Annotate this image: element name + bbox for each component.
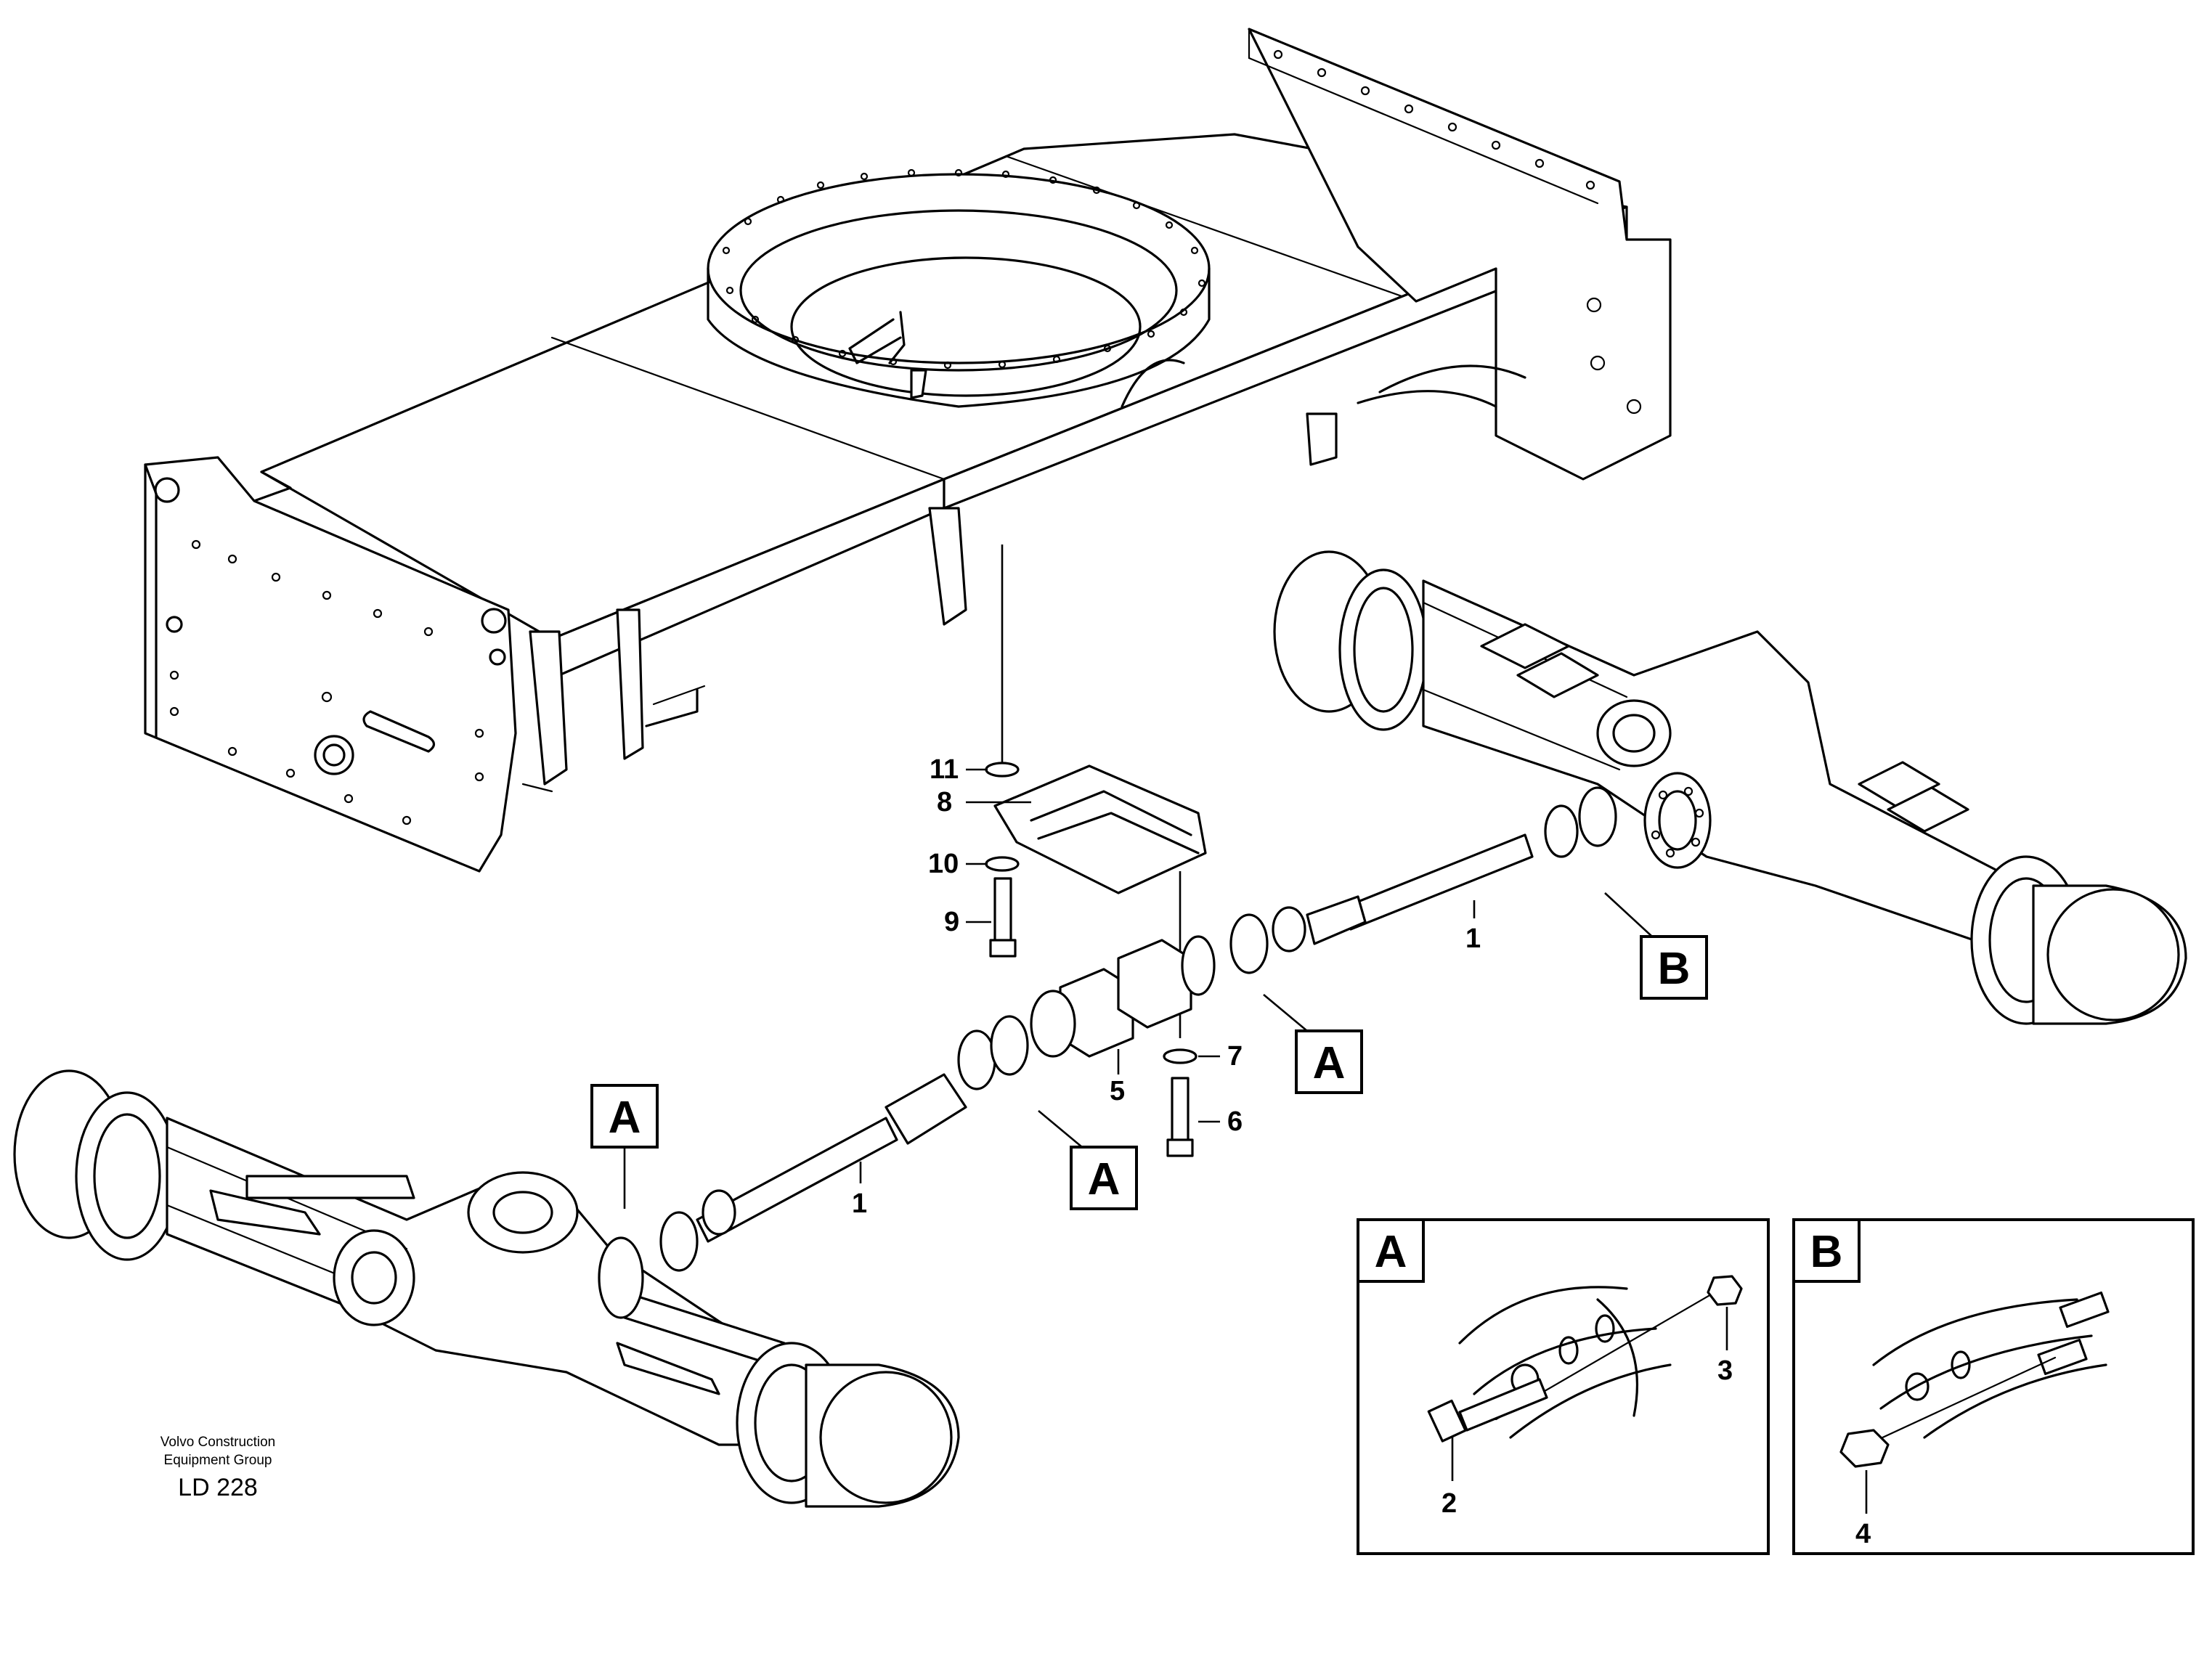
company-line-1: Volvo Construction [160, 1435, 275, 1450]
section-label-a-mid-right: A [1295, 1029, 1363, 1094]
section-label-b-text: B [1658, 944, 1691, 994]
callout-9: 9 [944, 907, 959, 937]
washer-7 [1163, 1048, 1198, 1064]
section-label-a-mid-left-text: A [1088, 1154, 1121, 1204]
section-label-a-front-text: A [609, 1093, 641, 1143]
section-label-b: B [1640, 935, 1708, 1000]
detail-view-a-title: A [1375, 1227, 1407, 1277]
front-plate-slot [362, 710, 436, 753]
front-drive-shaft [659, 1015, 1029, 1272]
callout-6: 6 [1227, 1106, 1243, 1137]
section-label-a-front: A [590, 1084, 659, 1149]
detail-view-a: A 2 3 [1357, 1218, 1770, 1555]
drawing-footer: Volvo Construction Equipment Group LD 22… [160, 1435, 275, 1501]
front-axle [13, 1069, 960, 1508]
callout-8: 8 [937, 787, 952, 817]
callout-3: 3 [1717, 1355, 1733, 1386]
rear-drive-shaft [1229, 786, 1617, 974]
drawing-code: LD 228 [178, 1474, 258, 1501]
rear-plate-bolt-holes [1273, 49, 1642, 415]
callout-1-rear-shaft: 1 [1465, 923, 1481, 954]
turntable-ring [707, 173, 1211, 408]
turntable-bolt-holes [722, 168, 1206, 370]
callout-2: 2 [1442, 1488, 1457, 1519]
leader-lines [623, 768, 1653, 1209]
callout-11: 11 [930, 754, 959, 785]
callout-5: 5 [1110, 1076, 1125, 1106]
callout-7: 7 [1227, 1041, 1243, 1072]
callout-10: 10 [928, 849, 959, 879]
section-label-a-mid-right-text: A [1313, 1038, 1346, 1088]
rear-axle-flange-holes [1651, 786, 1704, 858]
rear-axle [1273, 550, 2187, 1025]
bolt-6 [1166, 1077, 1194, 1157]
detail-view-b: B 4 [1792, 1218, 2195, 1555]
section-label-a-mid-left: A [1070, 1146, 1138, 1210]
bolt-9 [989, 877, 1017, 958]
company-line-2: Equipment Group [164, 1453, 272, 1468]
washer-11 [985, 762, 1020, 778]
front-plate-bolt-holes [154, 477, 507, 825]
washer-10 [985, 856, 1020, 872]
shaft-bearing-5 [1030, 935, 1216, 1058]
front-frame [144, 28, 1672, 873]
support-bracket-8 [993, 764, 1207, 894]
callout-4: 4 [1855, 1519, 1871, 1549]
callout-1-front-shaft: 1 [852, 1188, 867, 1219]
detail-view-b-title: B [1810, 1227, 1843, 1277]
